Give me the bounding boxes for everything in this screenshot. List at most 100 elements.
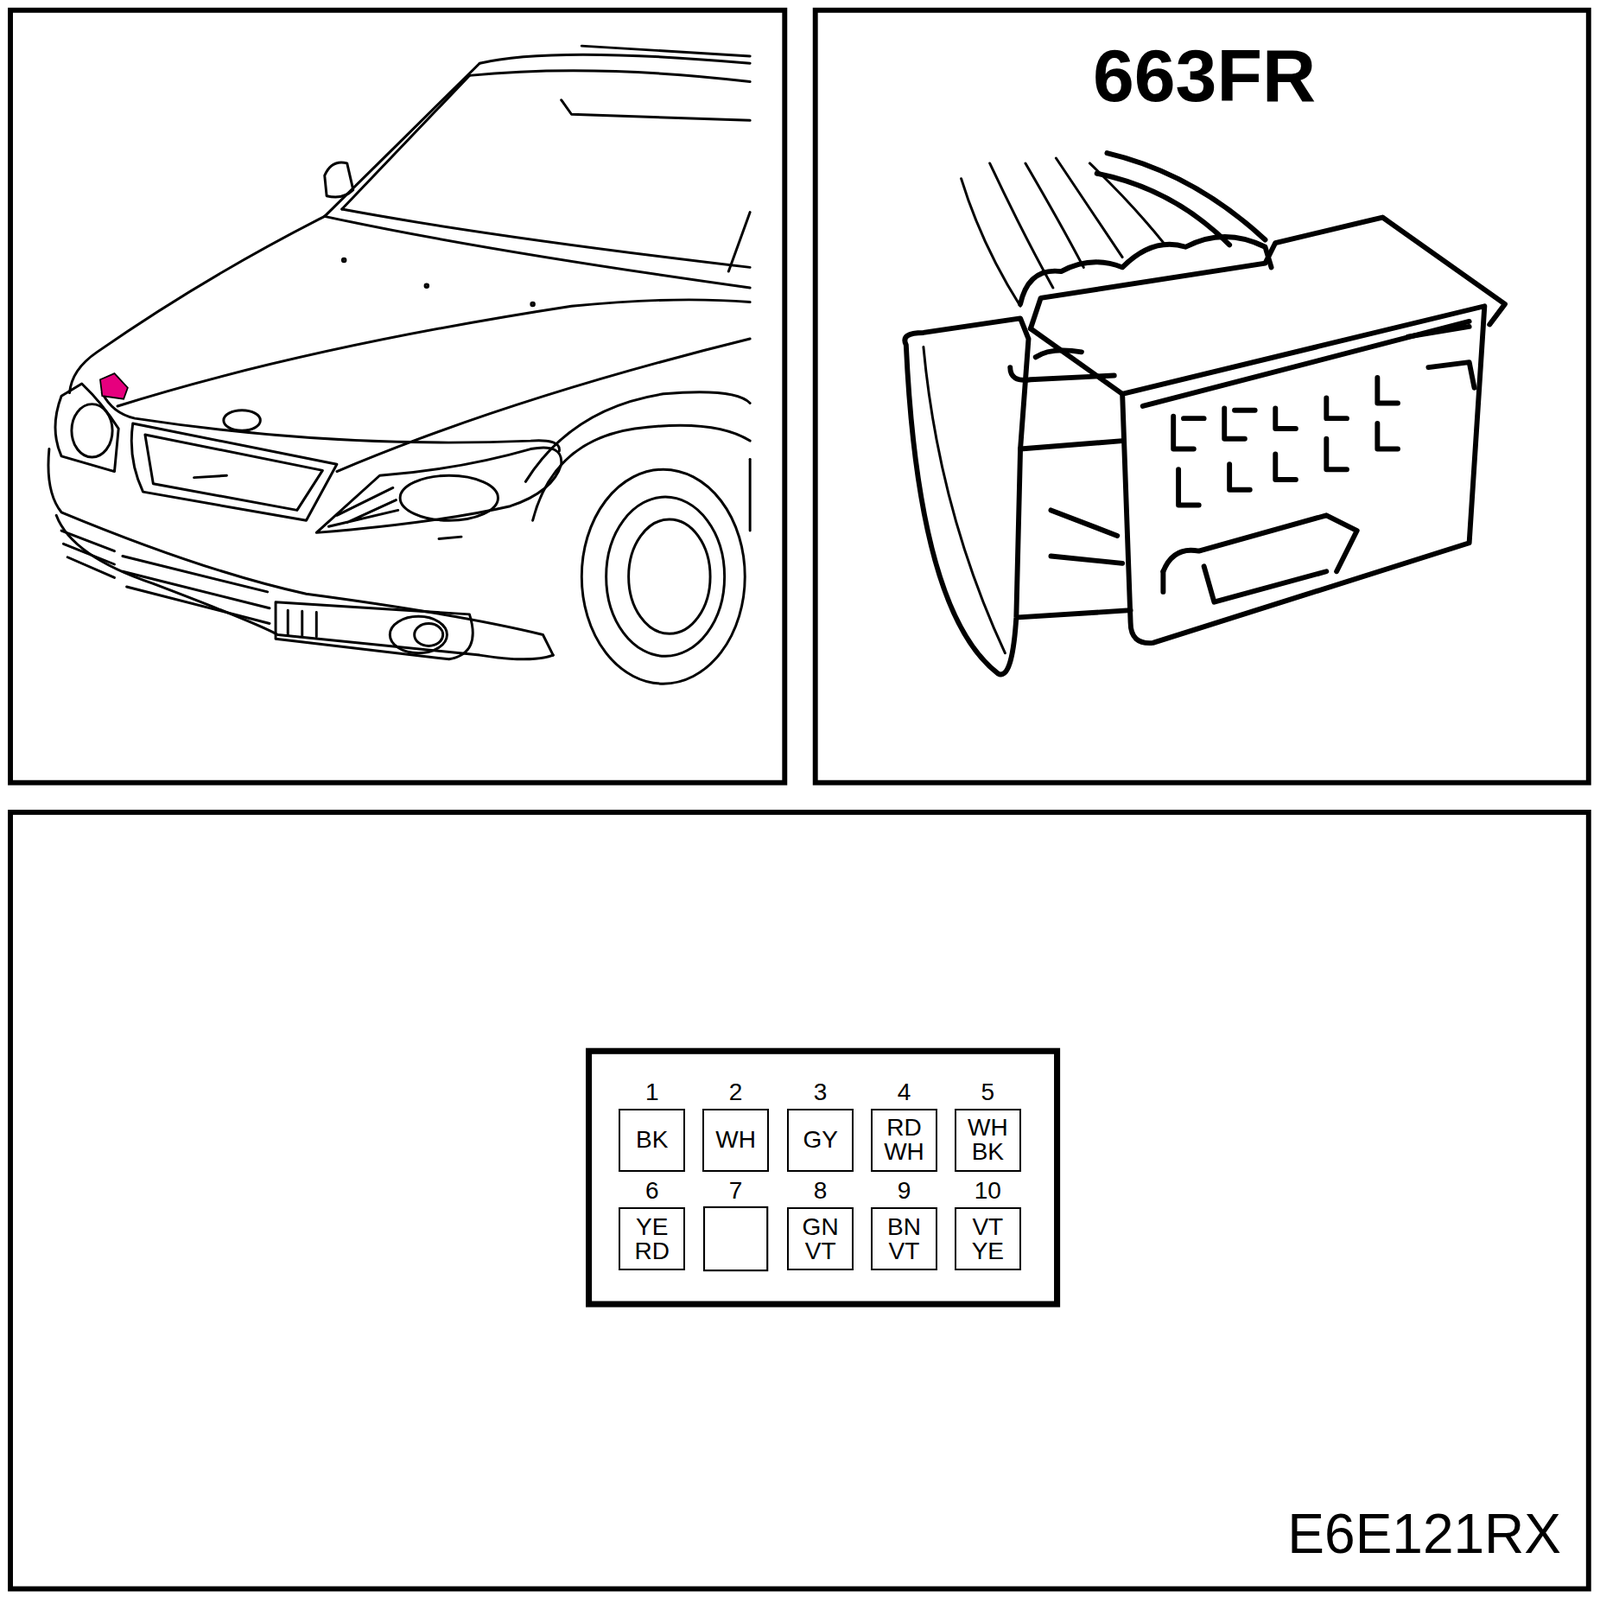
connector-illustration [1204, 565, 1327, 602]
connector-illustration [1160, 571, 1166, 592]
pin-box: BN VT [870, 1206, 938, 1270]
connector-illustration [990, 163, 1054, 288]
pin-number: 1 [618, 1078, 686, 1106]
panel-frame [815, 10, 1589, 783]
pinout-frame [589, 1050, 1058, 1304]
pin-box: WH [702, 1108, 769, 1172]
wire-color: BN VT [876, 1214, 931, 1264]
wire-color: WH BK [960, 1115, 1015, 1164]
car-illustration [749, 458, 752, 531]
car-illustration [469, 70, 750, 83]
pin-cell: 10 VT YE [954, 1176, 1022, 1270]
pin-number: 9 [870, 1176, 938, 1205]
car-illustration [389, 615, 447, 654]
car-illustration [328, 487, 398, 527]
car-illustration [581, 45, 750, 57]
panel-frame [10, 10, 1589, 1589]
figure-code: E6E121RX [1287, 1503, 1562, 1564]
pin-cell: 5 WH BK [954, 1078, 1022, 1172]
connector-illustration [1018, 440, 1131, 617]
empty-pin-cavity [704, 1206, 768, 1270]
pin-cell: 9 BN VT [870, 1176, 938, 1270]
wire-color: GY [802, 1127, 838, 1152]
pin-box [702, 1206, 769, 1270]
car-illustration [117, 299, 750, 407]
connector-illustration [1326, 438, 1347, 470]
car-illustration [628, 519, 711, 634]
car-illustration [425, 284, 429, 288]
location-highlight [100, 373, 128, 400]
connector-illustration [1122, 305, 1485, 643]
panel-frame [10, 812, 1589, 1589]
pin-cell: 3GY [787, 1078, 854, 1172]
pin-cell: 1BK [618, 1078, 686, 1172]
car-illustration [61, 530, 115, 578]
connector-illustration [1030, 217, 1505, 330]
pin-number: 7 [702, 1176, 769, 1205]
car-illustration [728, 212, 750, 272]
car-illustration [342, 258, 346, 262]
car-illustration [316, 447, 562, 533]
car-illustration [414, 622, 444, 646]
car-illustration [342, 209, 750, 267]
car-illustration [400, 475, 498, 521]
wire-color: BK [635, 1127, 668, 1152]
pin-number: 4 [870, 1078, 938, 1106]
connector-illustration [1229, 463, 1251, 490]
wire-color: VT YE [960, 1214, 1015, 1264]
car-illustration [324, 215, 750, 288]
wire-color: YE RD [625, 1214, 680, 1264]
pin-box: RD WH [870, 1108, 938, 1172]
connector-illustration [1162, 514, 1357, 572]
pin-number: 10 [954, 1176, 1022, 1205]
car-illustration [438, 536, 462, 539]
connector-illustration [1275, 453, 1296, 480]
connector-illustration [1377, 423, 1398, 450]
connector-illustration [923, 346, 1005, 653]
pin-number: 3 [787, 1078, 854, 1106]
pin-box: BK [618, 1108, 686, 1172]
pin-cell: 2WH [702, 1078, 769, 1172]
connector-illustration [1106, 152, 1265, 240]
connector-illustration [1009, 367, 1114, 381]
connector-illustration [1035, 349, 1082, 357]
car-illustration [324, 162, 354, 197]
connector-illustration [904, 152, 1505, 674]
wire-color: GN VT [793, 1214, 848, 1264]
connector-illustration [1326, 398, 1347, 420]
connector-illustration [1178, 469, 1200, 505]
car-illustration [145, 434, 323, 510]
car-illustration [606, 496, 725, 656]
car-illustration [131, 423, 337, 521]
connector-id: 663FR [815, 34, 1594, 117]
pin-number: 2 [702, 1078, 769, 1106]
pin-number: 5 [954, 1078, 1022, 1106]
connector-illustration [1377, 377, 1398, 404]
connector-illustration [1408, 326, 1475, 388]
connector-illustration [1050, 509, 1123, 563]
connector-illustration [1030, 328, 1123, 394]
car-illustration [48, 449, 553, 656]
car-illustration [479, 54, 750, 64]
connector-illustration [1275, 407, 1296, 429]
connector-illustration [1055, 158, 1123, 258]
location-highlight [100, 373, 128, 400]
connector-illustration [1173, 416, 1204, 450]
car-illustration [71, 404, 113, 458]
pin-box: GY [787, 1108, 854, 1172]
panel-frame [10, 10, 785, 783]
car-illustration [342, 75, 470, 210]
pin-number: 8 [787, 1176, 854, 1205]
car-illustration [561, 100, 750, 121]
pin-number: 6 [618, 1176, 686, 1205]
car-illustration [223, 410, 261, 432]
pin-cell: 8 GN VT [787, 1176, 854, 1270]
car-illustration [275, 602, 473, 660]
car-illustration [287, 609, 317, 637]
car-illustration [122, 556, 270, 624]
pin-box: YE RD [618, 1206, 686, 1270]
pin-box: VT YE [954, 1206, 1022, 1270]
pin-cell: 4RD WH [870, 1078, 938, 1172]
car-illustration [336, 338, 750, 472]
